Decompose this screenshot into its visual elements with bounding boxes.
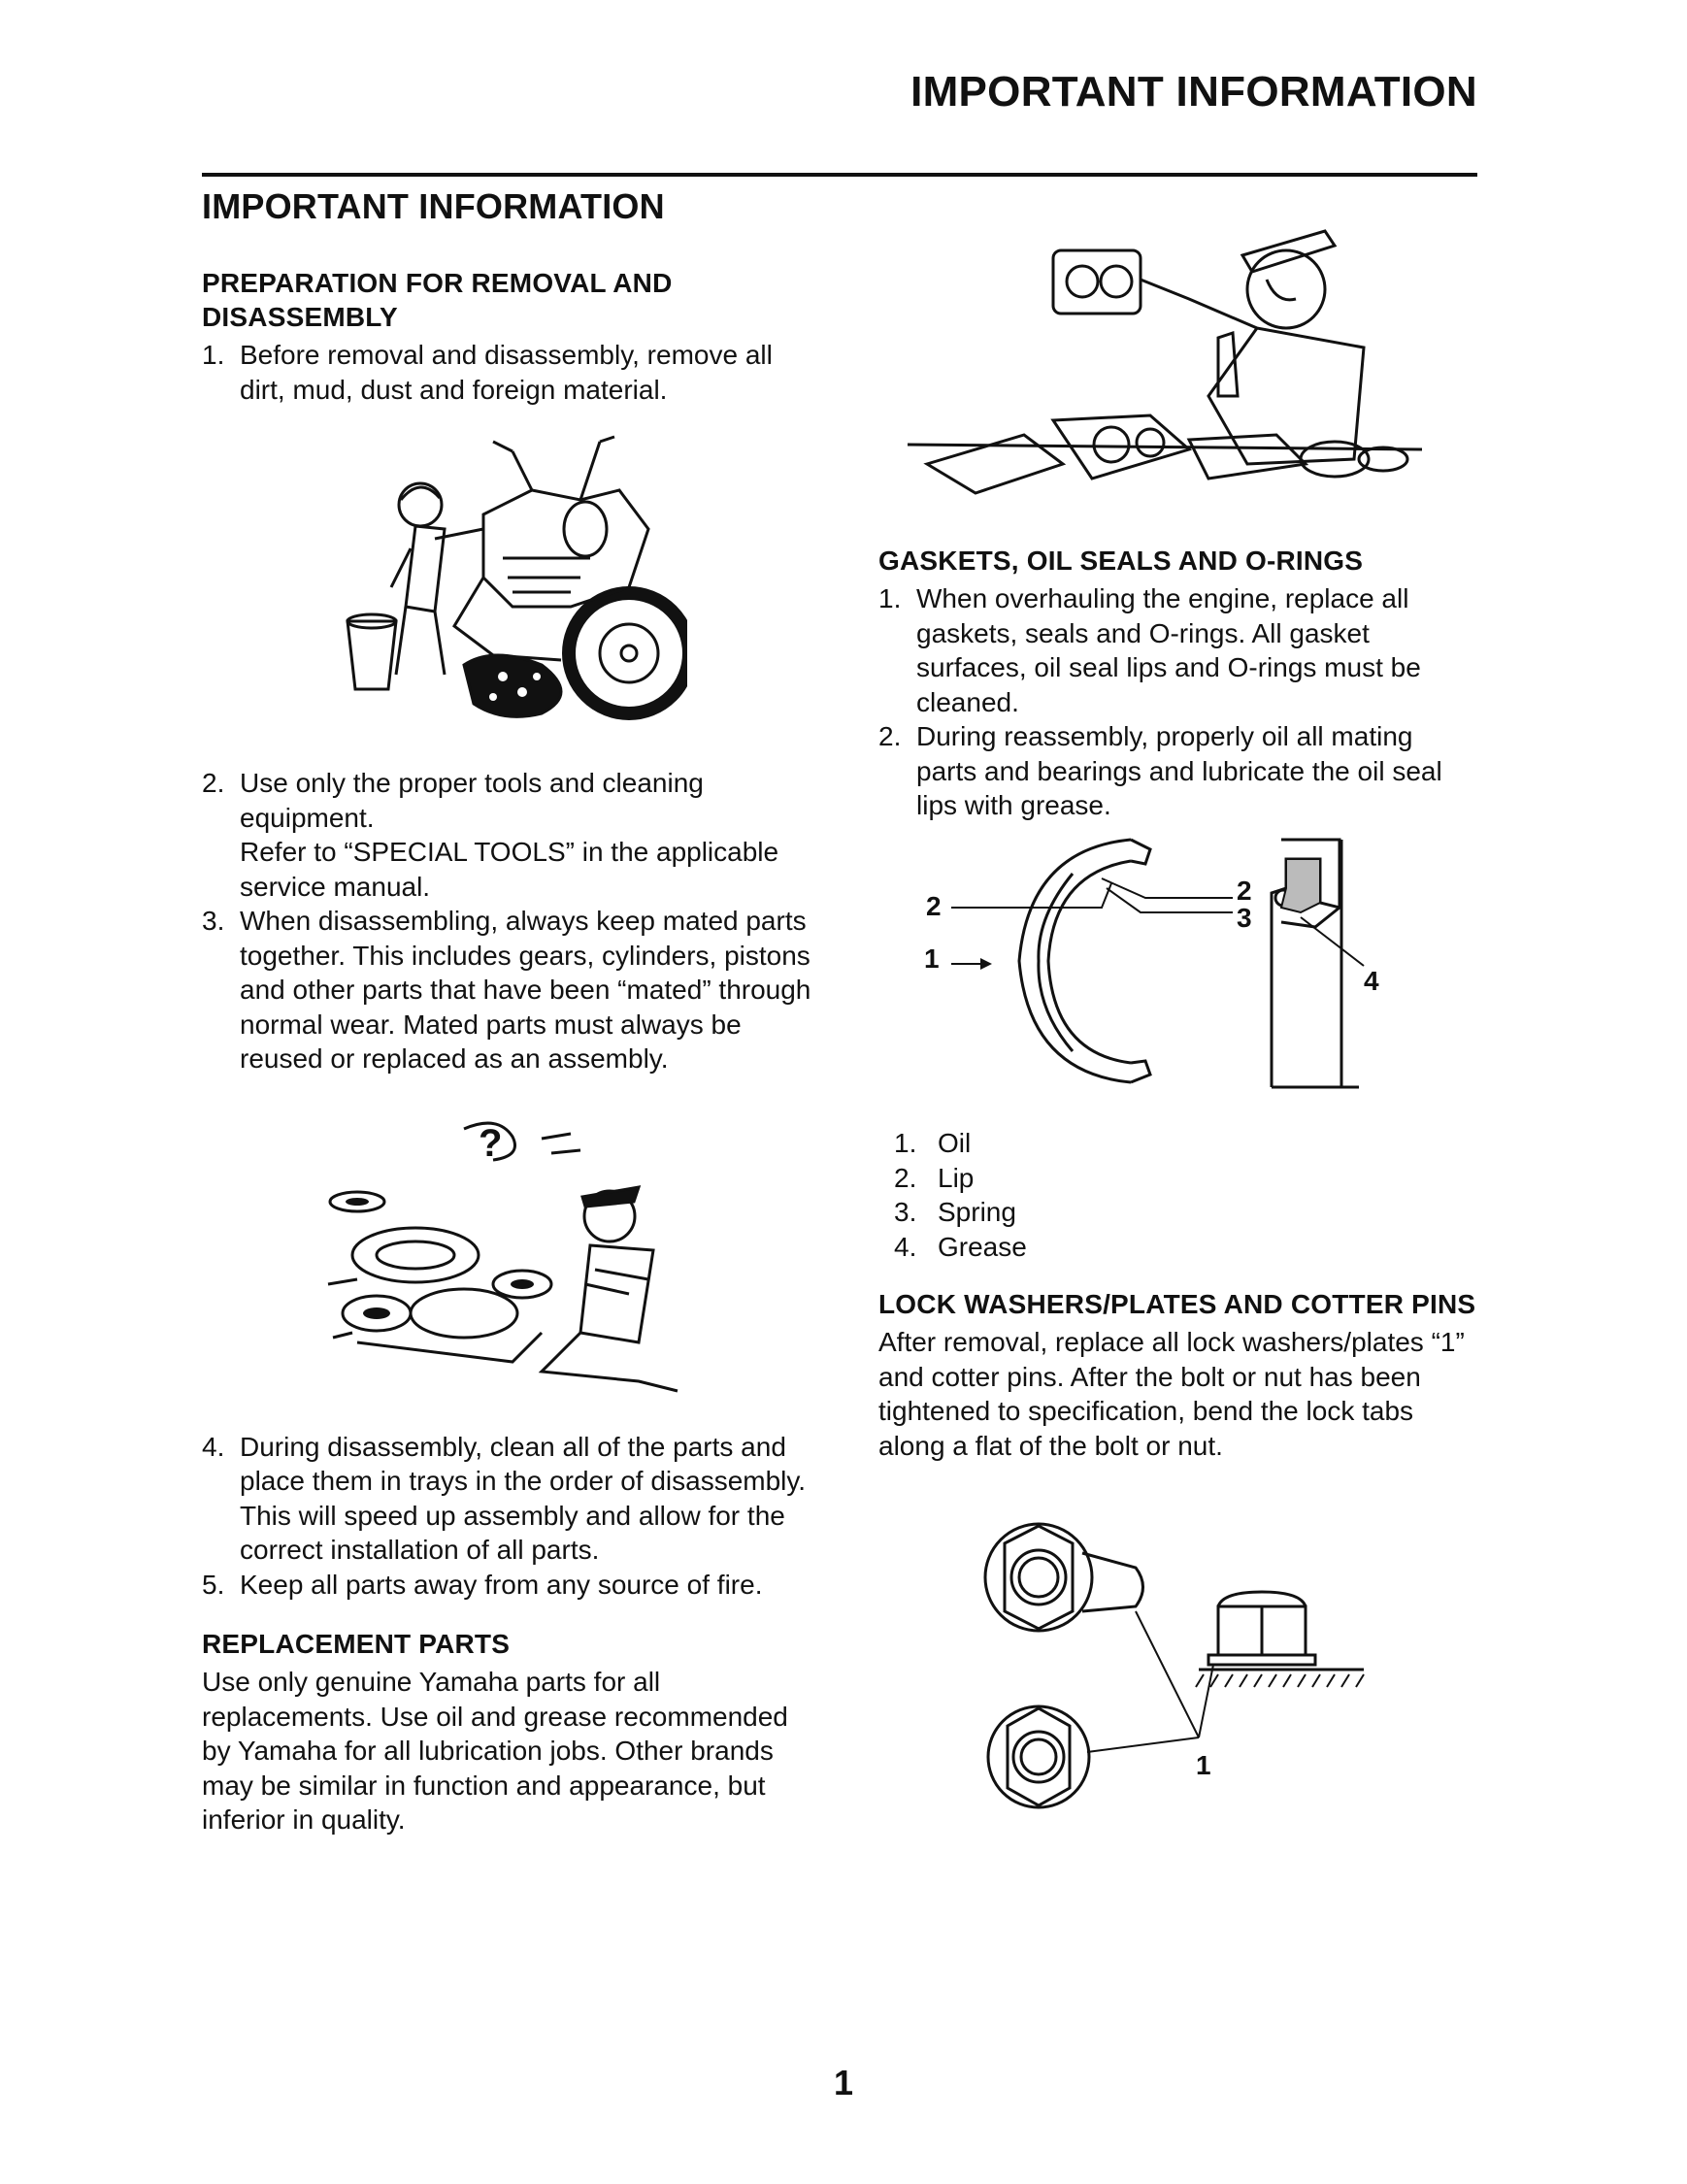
gaskets-heading: GASKETS, OIL SEALS AND O-RINGS (878, 546, 1364, 576)
list-text: When disassembling, always keep mated pa… (240, 906, 811, 1074)
svg-text:?: ? (479, 1122, 502, 1165)
legend-number: 4. (894, 1231, 917, 1262)
legend-item: 2. Lip (878, 1161, 1480, 1196)
lock-washer-diagram: 1 (983, 1522, 1365, 1809)
list-text: Use only the proper tools and cleaning e… (240, 768, 704, 833)
legend-number: 2. (894, 1162, 917, 1193)
list-item: 5. Keep all parts away from any source o… (202, 1568, 823, 1603)
seal-callout: 2 (1237, 876, 1252, 906)
list-item: 2. Use only the proper tools and cleanin… (202, 766, 823, 904)
list-text: Before removal and disassembly, remove a… (240, 340, 773, 405)
list-number: 2. (878, 721, 902, 751)
list-number: 1. (202, 340, 225, 370)
list-text-extra: Refer to “SPECIAL TOOLS” in the applicab… (240, 837, 779, 902)
list-text: Keep all parts away from any source of f… (240, 1569, 763, 1600)
list-text: When overhauling the engine, replace all… (916, 583, 1421, 717)
seal-callout: 3 (1237, 903, 1252, 933)
list-item: 4. During disassembly, clean all of the … (202, 1430, 823, 1568)
list-item: 1. When overhauling the engine, replace … (878, 581, 1480, 719)
list-number: 1. (878, 583, 902, 613)
replacement-text: Use only genuine Yamaha parts for all re… (202, 1667, 788, 1835)
list-number: 5. (202, 1569, 225, 1600)
lock-heading: LOCK WASHERS/PLATES AND COTTER PINS (878, 1289, 1476, 1319)
legend-item: 3. Spring (878, 1195, 1480, 1230)
legend-item: 1. Oil (878, 1126, 1480, 1161)
legend-number: 1. (894, 1128, 917, 1158)
legend-item: 4. Grease (878, 1230, 1480, 1265)
gasket-mechanic-illustration (907, 229, 1422, 495)
motorcycle-cleaning-illustration (346, 435, 687, 720)
list-number: 2. (202, 768, 225, 798)
legend-number: 3. (894, 1197, 917, 1227)
legend-text: Oil (938, 1128, 972, 1158)
page-number: 1 (833, 2063, 854, 2102)
seal-legend: 1. Oil 2. Lip 3. Spring 4. Grease (878, 1126, 1480, 1264)
legend-text: Grease (938, 1231, 1027, 1262)
confused-mechanic-illustration: ? (327, 1121, 678, 1392)
seal-callout: 2 (926, 891, 942, 921)
list-number: 4. (202, 1431, 225, 1462)
page-header-title: IMPORTANT INFORMATION (910, 68, 1477, 116)
replacement-heading: REPLACEMENT PARTS (202, 1629, 511, 1659)
left-column: IMPORTANT INFORMATION PREPARATION FOR RE… (202, 186, 823, 1837)
legend-text: Spring (938, 1197, 1016, 1227)
lock-text: After removal, replace all lock washers/… (878, 1327, 1465, 1461)
seal-callout: 4 (1364, 966, 1379, 996)
section-title: IMPORTANT INFORMATION (202, 186, 665, 226)
right-column: GASKETS, OIL SEALS AND O-RINGS 1. When o… (878, 544, 1480, 823)
washer-callout: 1 (1196, 1750, 1211, 1780)
oil-seal-diagram: 1 2 2 3 4 (924, 838, 1379, 1089)
list-item: 2. During reassembly, properly oil all m… (878, 719, 1480, 823)
right-column-lower: 1. Oil 2. Lip 3. Spring 4. Grease LOCK W… (878, 1126, 1480, 1463)
list-item: 3. When disassembling, always keep mated… (202, 904, 823, 1076)
list-item: 1. Before removal and disassembly, remov… (202, 338, 823, 407)
header-rule (202, 173, 1477, 177)
list-number: 3. (202, 906, 225, 936)
prep-heading: PREPARATION FOR REMOVAL AND DISASSEMBLY (202, 268, 673, 332)
list-text: During reassembly, properly oil all mati… (916, 721, 1442, 820)
legend-text: Lip (938, 1162, 975, 1193)
list-text: During disassembly, clean all of the par… (240, 1431, 807, 1566)
seal-callout: 1 (924, 943, 940, 974)
